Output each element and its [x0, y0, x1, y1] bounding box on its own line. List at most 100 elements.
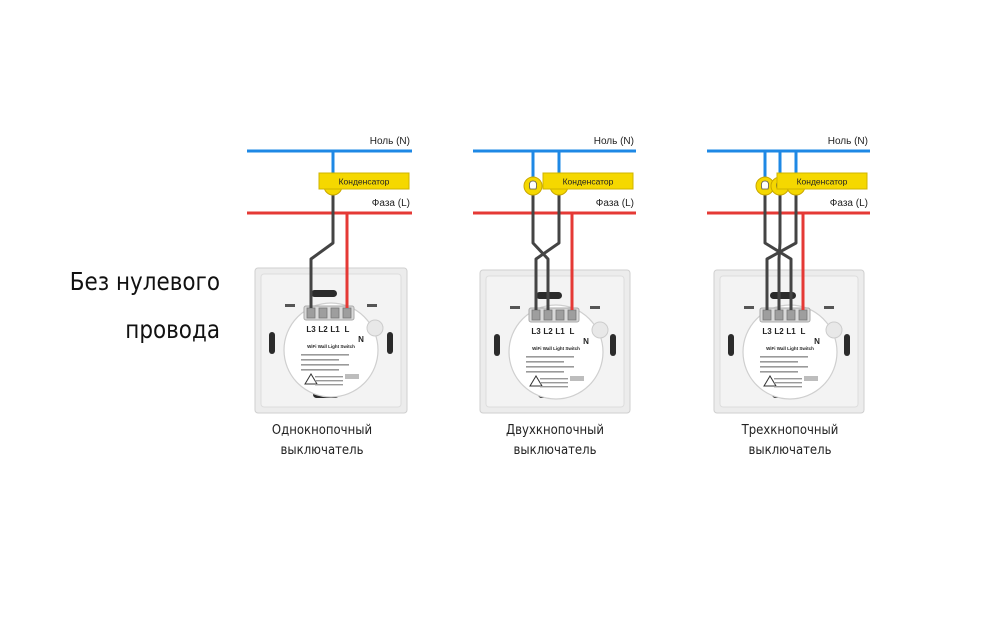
terminal-block: [528, 307, 580, 323]
neutral-label: Ноль (N): [594, 136, 634, 147]
certification-mark: [570, 376, 584, 381]
plate-mark-left: [744, 306, 754, 309]
module-note-line: [774, 378, 802, 380]
capacitor-callout: [542, 172, 634, 190]
terminal-screw: [798, 309, 808, 321]
certification-mark: [345, 374, 359, 379]
caption-single-line-2: выключатель: [280, 443, 364, 458]
lamp-load-wire: [765, 195, 798, 310]
page-title-line-2: провода: [125, 315, 220, 344]
warning-icon: [304, 373, 318, 385]
terminal-label: L3: [762, 327, 772, 336]
bulb-icon: [529, 180, 537, 190]
terminal-screw: [306, 307, 316, 319]
terminal-screw: [774, 309, 784, 321]
module-note-line: [774, 386, 802, 388]
module-spec-line: [760, 371, 798, 373]
caption-triple-line-1: Трехкнопочный: [741, 423, 839, 438]
mount-slot-left: [494, 334, 500, 356]
switch-module: [508, 304, 604, 400]
mount-slot-right: [387, 332, 393, 354]
module-label: WiFi Wall Light Switch: [766, 346, 814, 351]
warning-icon: [529, 375, 543, 387]
capacitor-callout: [776, 172, 868, 190]
capacitor-label: Конденсатор: [797, 177, 848, 187]
module-note-line: [774, 382, 802, 384]
page-title-line-1: Без нулевого: [69, 267, 221, 296]
terminal-block: [759, 307, 811, 323]
mount-slot-right: [610, 334, 616, 356]
terminal-label: L1: [555, 327, 565, 336]
module-screw: [825, 321, 843, 339]
terminal-label: L: [345, 325, 350, 334]
capacitor-label: Конденсатор: [339, 177, 390, 187]
module-screw: [366, 319, 384, 337]
neutral-mark: N: [583, 337, 589, 346]
terminal-screw: [342, 307, 352, 319]
plate-mark-left: [285, 304, 295, 307]
module-label: WiFi Wall Light Switch: [307, 344, 355, 349]
terminal-label: L1: [786, 327, 796, 336]
module-spec-line: [526, 366, 574, 368]
terminal-screw: [762, 309, 772, 321]
neutral-label: Ноль (N): [370, 136, 410, 147]
plate-mark-right: [824, 306, 834, 309]
terminal-screw: [567, 309, 577, 321]
phase-label: Фаза (L): [830, 198, 868, 209]
neutral-label: Ноль (N): [828, 136, 868, 147]
caption-triple-line-2: выключатель: [748, 443, 832, 458]
lamp-load-wire: [309, 195, 335, 308]
module-spec-line: [526, 361, 564, 363]
terminal-label: L1: [330, 325, 340, 334]
terminal-block: [303, 305, 355, 321]
terminal-screw: [555, 309, 565, 321]
warning-icon: [763, 375, 777, 387]
module-note-line: [315, 384, 343, 386]
module-spec-line: [760, 366, 808, 368]
mount-slot-top: [311, 290, 337, 297]
mount-slot-right: [844, 334, 850, 356]
caption-double-line-1: Двухкнопочный: [506, 423, 604, 438]
lamp-load-wire: [531, 195, 550, 310]
module-note-line: [540, 386, 568, 388]
module-screw: [591, 321, 609, 339]
plate-mark-right: [367, 304, 377, 307]
terminal-label: L: [801, 327, 806, 336]
caption-single-line-1: Однокнопочный: [271, 423, 373, 438]
module-spec-line: [526, 356, 574, 358]
module-label: WiFi Wall Light Switch: [532, 346, 580, 351]
terminal-label: L2: [318, 325, 328, 334]
plate-mark-left: [510, 306, 520, 309]
terminal-screw: [531, 309, 541, 321]
terminal-screw: [318, 307, 328, 319]
mount-slot-left: [269, 332, 275, 354]
neutral-mark: N: [358, 335, 364, 344]
module-note-line: [315, 376, 343, 378]
terminal-label: L2: [543, 327, 553, 336]
page-title: Без нулевого провода: [65, 258, 220, 354]
module-spec-line: [760, 361, 798, 363]
module-spec-line: [760, 356, 808, 358]
terminal-label: L3: [531, 327, 541, 336]
module-spec-line: [526, 371, 564, 373]
module-note-line: [540, 378, 568, 380]
module-note-line: [540, 382, 568, 384]
terminal-screw: [786, 309, 796, 321]
certification-mark: [804, 376, 818, 381]
phase-label: Фаза (L): [596, 198, 634, 209]
module-note-line: [315, 380, 343, 382]
terminal-screw: [543, 309, 553, 321]
lamp-load-wire: [534, 195, 561, 310]
capacitor-label: Конденсатор: [563, 177, 614, 187]
terminal-label: L3: [306, 325, 316, 334]
capacitor-callout: [318, 172, 410, 190]
module-spec-line: [301, 354, 349, 356]
caption-double-switch: Двухкнопочный выключатель: [474, 421, 636, 461]
mount-slot-left: [728, 334, 734, 356]
phase-label: Фаза (L): [372, 198, 410, 209]
module-spec-line: [301, 369, 339, 371]
